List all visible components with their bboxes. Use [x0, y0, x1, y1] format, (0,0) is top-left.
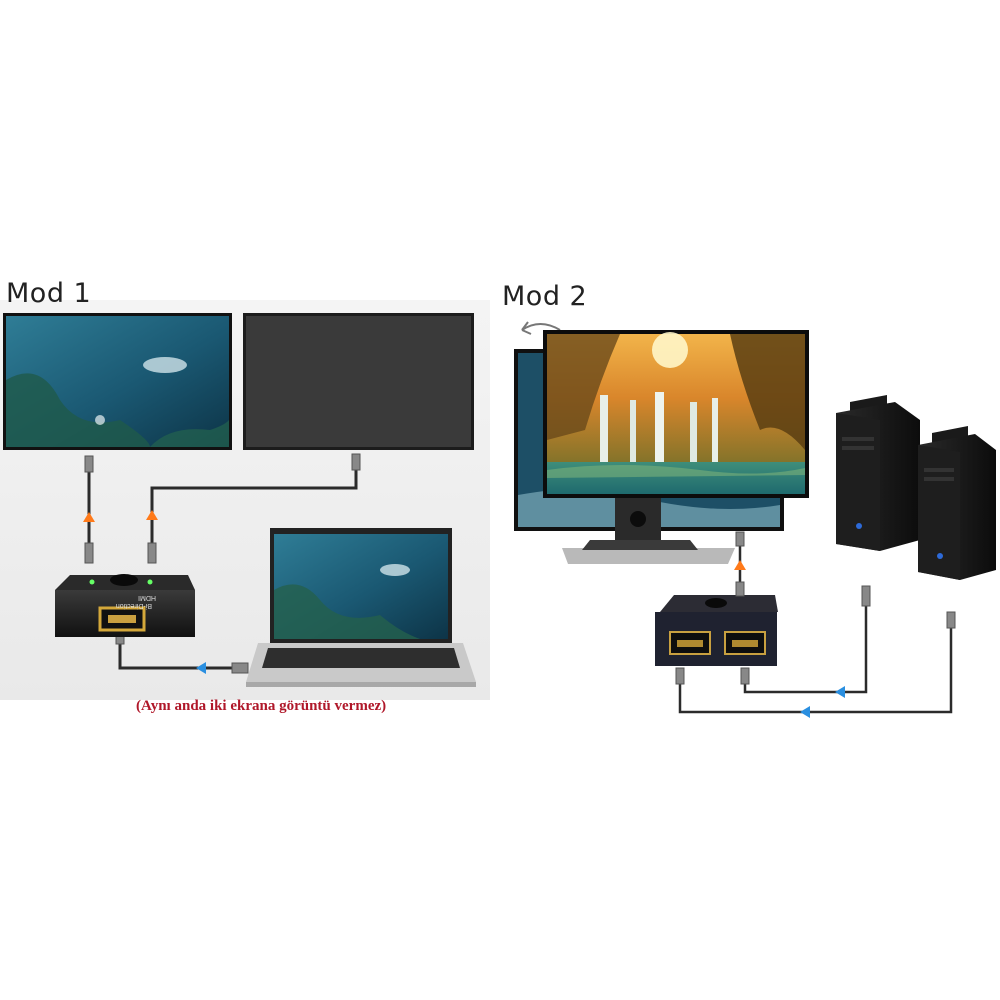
mod1-hdmi-switch [55, 574, 195, 637]
mod1-monitor-right [243, 313, 474, 450]
pc-tower-icon [836, 395, 920, 551]
mod2-monitor-stand [562, 498, 735, 564]
mod1-switch-sublabel: Bi-Direction [116, 602, 152, 609]
mod2-hdmi-switch [655, 595, 778, 666]
mod2-connectors [675, 531, 956, 685]
mod1-laptop [246, 528, 476, 687]
mod1-note: (Aynı anda iki ekrana görüntü vermez) [136, 698, 387, 714]
mod1-arrows [83, 510, 206, 674]
mod2-monitor-front [543, 330, 809, 498]
pc-tower-icon-2 [918, 426, 996, 580]
rotate-arrow-icon [521, 321, 561, 335]
mod1-title: Mod 1 [6, 278, 92, 309]
mod2-title: Mod 2 [502, 281, 588, 312]
mod2-arrows [734, 560, 845, 718]
mod1-switch-label: HDMI [138, 594, 156, 601]
mod1-monitor-left [3, 313, 232, 450]
